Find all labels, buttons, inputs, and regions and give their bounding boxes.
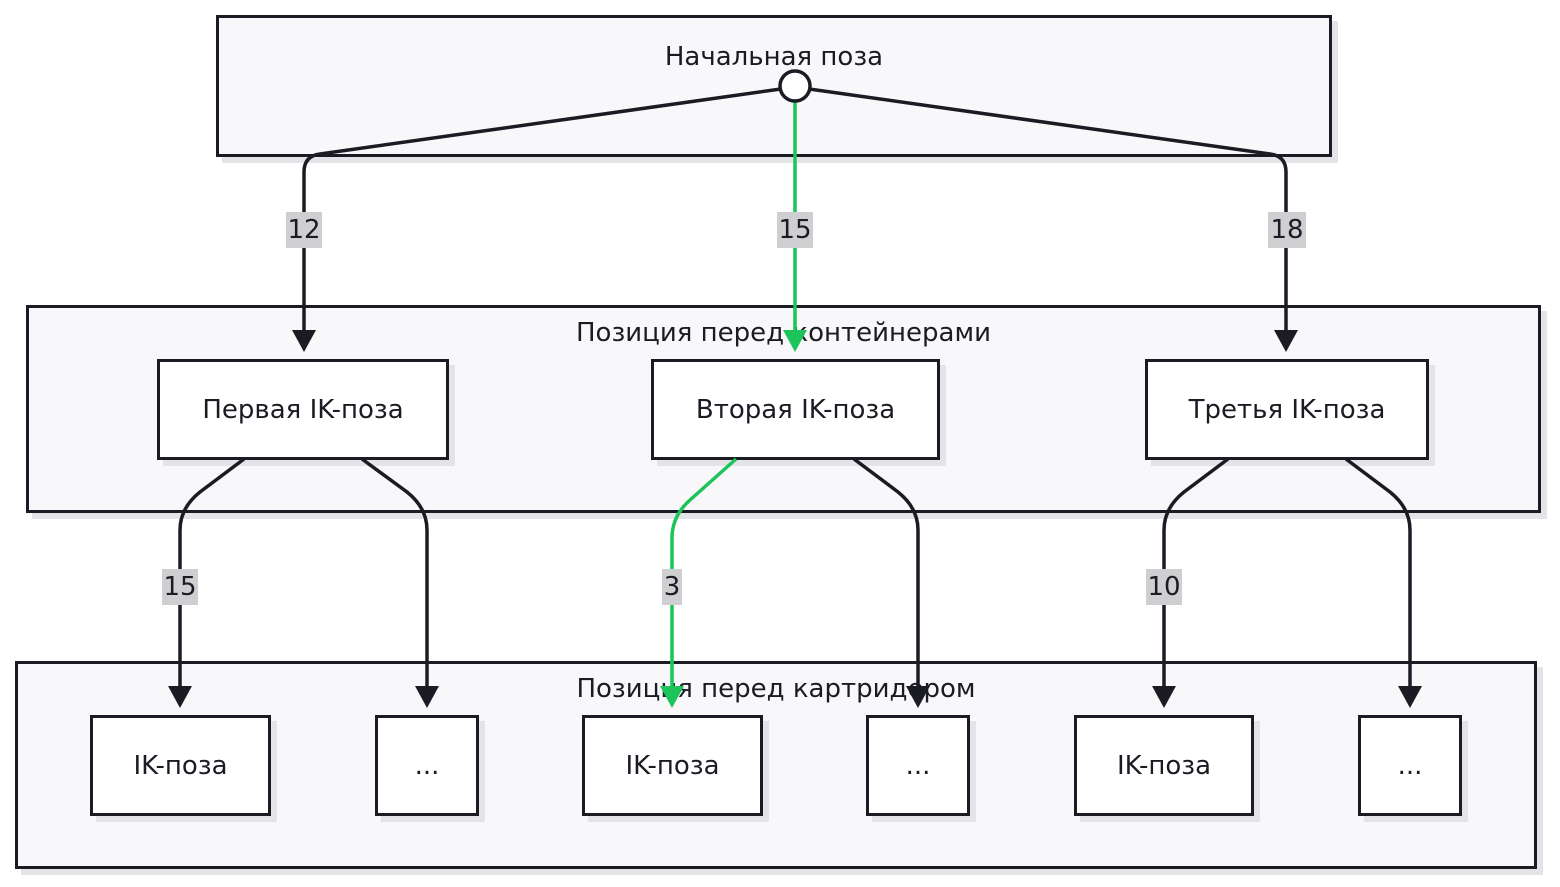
arrowhead-third-to-more: [1398, 686, 1422, 708]
arrowhead-second-to-pose: [660, 686, 684, 708]
start-pose-title: Начальная поза: [664, 42, 884, 72]
more-node-2: ...: [866, 715, 970, 816]
edge-first-to-more: [360, 457, 429, 686]
edge-third-to-more: [1344, 457, 1412, 686]
edge-start-to-first: [302, 85, 796, 330]
start-node-circle: [778, 69, 812, 103]
edge-label-second-to-pose: 3: [662, 569, 682, 605]
edge-label-start-to-third: 18: [1268, 212, 1306, 248]
edge-second-to-pose: [670, 457, 738, 686]
arrowhead-third-to-pose: [1152, 686, 1176, 708]
arrowhead-first-to-more: [415, 686, 439, 708]
ik-first-node: Первая IK-поза: [157, 359, 449, 460]
edge-second-to-more: [852, 457, 920, 686]
arrowhead-start-to-third: [1274, 330, 1298, 352]
ik-third-node: Третья IK-поза: [1145, 359, 1429, 460]
ik-pose-node-2: IK-поза: [582, 715, 763, 816]
arrowhead-second-to-more: [906, 686, 930, 708]
edge-label-first-to-pose: 15: [162, 569, 198, 605]
arrowhead-start-to-second: [783, 330, 807, 352]
ik-pose-node-3: IK-поза: [1074, 715, 1254, 816]
arrowhead-start-to-first: [292, 330, 316, 352]
more-node-1: ...: [375, 715, 479, 816]
edge-third-to-pose: [1162, 457, 1230, 686]
ik-pose-node-1: IK-поза: [90, 715, 271, 816]
more-node-3: ...: [1358, 715, 1462, 816]
containers-title: Позиция перед контейнерами: [575, 318, 991, 348]
edge-first-to-pose: [178, 457, 246, 686]
edge-label-start-to-second: 15: [777, 212, 813, 248]
arrowhead-first-to-pose: [168, 686, 192, 708]
start-pose-group: Начальная поза: [216, 15, 1332, 157]
edge-start-to-third: [794, 85, 1288, 330]
ik-second-node: Вторая IK-поза: [651, 359, 940, 460]
edge-label-third-to-pose: 10: [1146, 569, 1182, 605]
edge-label-start-to-first: 12: [286, 212, 322, 248]
